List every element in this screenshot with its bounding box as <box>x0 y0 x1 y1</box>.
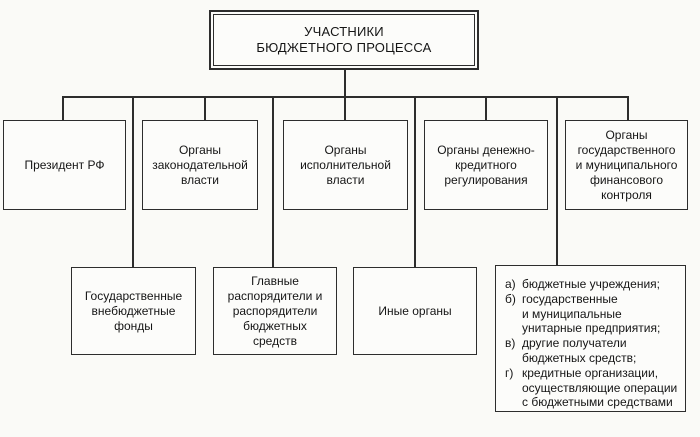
connector-drop-control <box>627 96 629 122</box>
box-president-rf: Президент РФ <box>3 120 126 210</box>
connector-bus <box>62 96 629 98</box>
list-item-marker: г) <box>505 365 514 380</box>
connector-drop-president <box>62 96 64 122</box>
list-item-text: бюджетные учреждения; <box>522 277 660 291</box>
connector-drop-monetary <box>485 96 487 122</box>
box-budget-administrators: Главные распорядители и распорядители бю… <box>213 267 337 355</box>
box-label: Органы исполнительной власти <box>300 142 391 187</box>
connector-drop-executive <box>344 96 346 122</box>
root-box-budget-process-participants: УЧАСТНИКИ БЮДЖЕТНОГО ПРОЦЕССА <box>209 10 479 70</box>
box-label: Органы денежно- кредитного регулирования <box>437 142 535 187</box>
list-item-text: государственные и муниципальные унитарны… <box>522 291 661 336</box>
box-executive-authorities: Органы исполнительной власти <box>283 120 408 210</box>
list-item-marker: в) <box>505 336 516 351</box>
box-label: Президент РФ <box>24 157 105 172</box>
box-legislative-authorities: Органы законодательной власти <box>142 120 258 210</box>
list-item-marker: а) <box>505 277 516 291</box>
connector-drop-extrabudgetary-funds <box>132 96 134 268</box>
list-item: в) другие получатели бюджетных средств; <box>505 336 681 366</box>
list-item-text: другие получатели бюджетных средств; <box>522 336 637 365</box>
list-item: б) государственные и муниципальные унита… <box>505 292 681 336</box>
box-extrabudgetary-funds: Государственные внебюджетные фонды <box>71 267 196 355</box>
box-other-bodies: Иные органы <box>353 267 477 355</box>
box-label: Органы законодательной власти <box>152 142 248 187</box>
box-label: Иные органы <box>378 303 452 318</box>
list-item-text: кредитные организации, осуществляющие оп… <box>522 365 678 410</box>
connector-drop-recipients <box>556 96 558 266</box>
connector-drop-legislative <box>204 96 206 122</box>
connector-drop-administrators <box>272 96 274 268</box>
connector-drop-other-bodies <box>414 96 416 268</box>
connector-root-stem <box>344 70 346 97</box>
box-budget-funds-recipients-list: а) бюджетные учреждения; б) государствен… <box>495 265 686 412</box>
list-item: г) кредитные организации, осуществляющие… <box>505 366 681 410</box>
box-financial-control-authorities: Органы государственного и муниципального… <box>565 120 688 210</box>
list-item-marker: б) <box>505 291 516 306</box>
box-label: Главные распорядители и распорядители бю… <box>227 273 323 348</box>
box-label: Государственные внебюджетные фонды <box>84 288 183 333</box>
box-monetary-regulation-authorities: Органы денежно- кредитного регулирования <box>424 120 548 210</box>
box-label: Органы государственного и муниципального… <box>575 127 678 202</box>
root-box-label: УЧАСТНИКИ БЮДЖЕТНОГО ПРОЦЕССА <box>256 24 432 55</box>
list-item: а) бюджетные учреждения; <box>505 277 681 292</box>
